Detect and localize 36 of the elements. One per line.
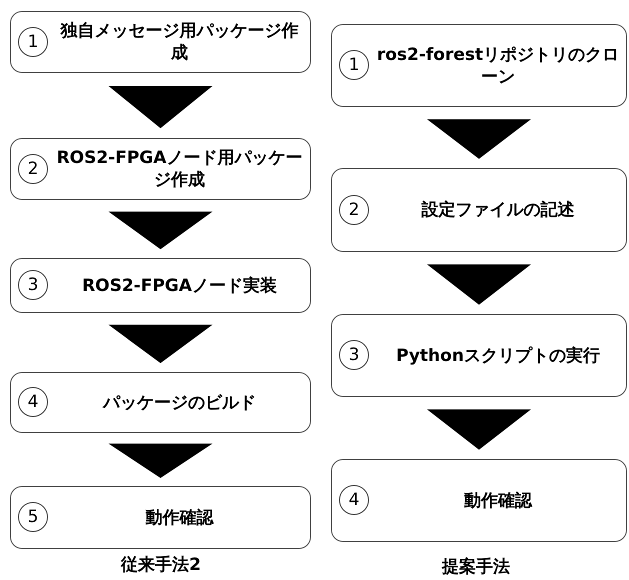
column-caption: 従来手法2 — [121, 554, 201, 576]
arrow — [108, 86, 212, 128]
step-box — [331, 168, 627, 252]
step-text: ROS2-FPGAノード用パッケージ作成 — [56, 147, 304, 191]
step-box — [10, 138, 311, 200]
arrow — [427, 264, 531, 305]
step-box — [331, 314, 627, 397]
step-number: 5 — [18, 502, 48, 532]
step-box — [331, 24, 627, 107]
step-text: ros2-forestリポジトリのクローン — [376, 44, 620, 88]
step-number: 4 — [339, 485, 369, 515]
step-text: 設定ファイルの記述 — [422, 199, 574, 221]
step-text: パッケージのビルド — [103, 392, 256, 414]
arrow — [427, 119, 531, 159]
step-text: 独自メッセージ用パッケージ作成 — [59, 20, 300, 64]
step-number: 1 — [18, 26, 48, 56]
step-box — [10, 11, 311, 73]
step-number: 3 — [18, 270, 48, 300]
column-caption: 提案手法 — [442, 556, 510, 578]
step-box — [10, 258, 311, 313]
step-text: 動作確認 — [146, 506, 214, 528]
step-number: 2 — [339, 194, 369, 224]
step-box — [331, 459, 627, 542]
arrow — [108, 324, 212, 364]
arrow — [108, 444, 212, 478]
step-box — [10, 486, 311, 549]
arrow — [108, 212, 212, 250]
step-box — [10, 372, 311, 433]
step-text: ROS2-FPGAノード実装 — [82, 274, 277, 296]
step-number: 3 — [339, 340, 369, 370]
step-number: 2 — [18, 154, 48, 184]
step-number: 4 — [18, 387, 48, 417]
step-text: 動作確認 — [464, 490, 532, 512]
arrow — [427, 409, 531, 450]
step-number: 1 — [339, 50, 369, 80]
step-text: Pythonスクリプトの実行 — [396, 344, 600, 366]
